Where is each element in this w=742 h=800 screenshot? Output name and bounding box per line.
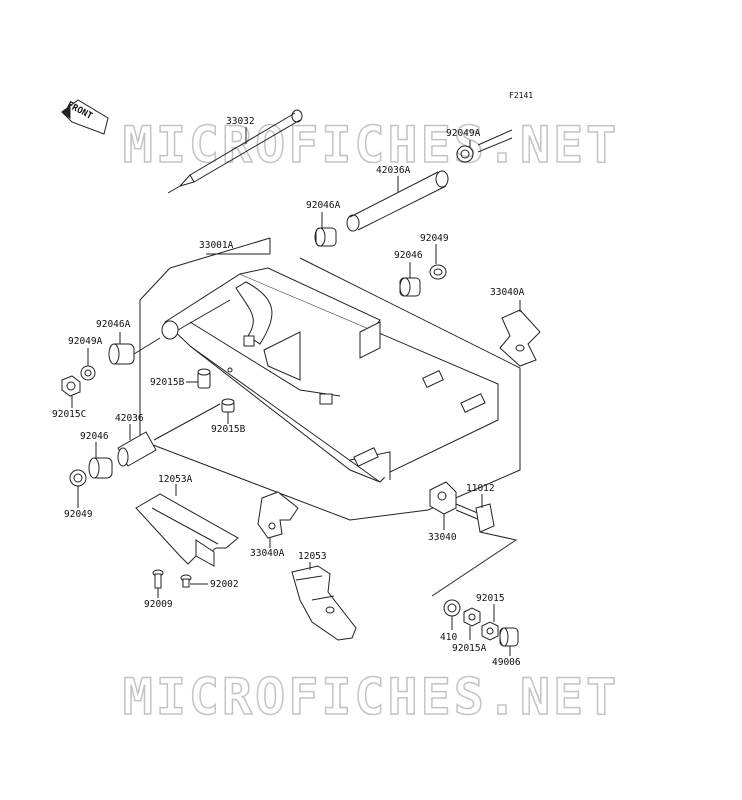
nut-410 — [444, 600, 460, 616]
part-label-42036: 42036 — [115, 413, 144, 424]
chain-slider-12053 — [292, 566, 356, 640]
dot-fitting — [228, 368, 232, 372]
nut-92015 — [482, 622, 498, 640]
box-right — [300, 258, 520, 510]
bearing-92046A-top — [315, 228, 336, 246]
bearing-92046A-left — [109, 344, 134, 364]
nut-92015A — [464, 608, 480, 626]
part-label-33040: 33040 — [428, 532, 457, 543]
screw-92002 — [181, 575, 191, 587]
box-top-left — [170, 238, 270, 268]
washer-92049-left — [70, 470, 86, 486]
part-label-92046-left: 92046 — [80, 431, 109, 442]
part-label-92015B-1: 92015B — [150, 377, 185, 388]
cap-49006 — [500, 628, 518, 646]
part-label-92015C: 92015C — [52, 409, 87, 420]
washer-92049A-left — [81, 366, 95, 380]
part-label-92049-top: 92049 — [420, 233, 449, 244]
part-label-92049A-left: 92049A — [68, 336, 103, 347]
plate-33040A-mid — [258, 492, 298, 538]
part-label-33040A-right: 33040A — [490, 287, 525, 298]
part-label-11012: 11012 — [466, 483, 495, 494]
washer-92049-top — [430, 265, 446, 279]
watermark-top: MICROFICHES.NET — [122, 116, 620, 174]
part-label-92046-top: 92046 — [394, 250, 423, 261]
part-label-92009: 92009 — [144, 599, 173, 610]
axis-line-top-2 — [478, 138, 512, 152]
axis-line-top — [478, 130, 512, 145]
part-label-33001A: 33001A — [199, 240, 234, 251]
bearing-92046-left — [89, 458, 112, 478]
pivot-shaft-33032 — [168, 110, 302, 193]
part-label-49006: 49006 — [492, 657, 521, 668]
axis-adjuster — [432, 532, 516, 596]
part-label-92046A-top: 92046A — [306, 200, 341, 211]
washer-92049A-top — [457, 146, 473, 162]
part-label-92002: 92002 — [210, 579, 239, 590]
fitting-92015B-1 — [198, 369, 210, 388]
part-label-12053: 12053 — [298, 551, 327, 562]
part-label-92015A: 92015A — [452, 643, 487, 654]
plate-33040A-right — [500, 310, 540, 366]
adjuster-33040 — [430, 482, 480, 520]
figure-code: F2141 — [509, 91, 534, 100]
axis-left-pivot — [134, 338, 160, 354]
part-label-92015B-2: 92015B — [211, 424, 246, 435]
part-label-92015: 92015 — [476, 593, 505, 604]
sleeve-42036A — [347, 171, 448, 231]
part-label-12053A: 12053A — [158, 474, 193, 485]
swingarm-33001A — [162, 268, 498, 482]
fitting-92015B-2 — [222, 399, 234, 412]
part-label-92049A-top: 92049A — [446, 128, 481, 139]
part-label-92046A-left: 92046A — [96, 319, 131, 330]
part-label-410: 410 — [440, 632, 458, 643]
bolt-92009 — [153, 570, 163, 588]
part-label-42036A: 42036A — [376, 165, 411, 176]
part-label-33032: 33032 — [226, 116, 255, 127]
nut-92015C — [62, 376, 80, 396]
part-label-33040A-mid: 33040A — [250, 548, 285, 559]
axis-pivot — [178, 300, 230, 330]
chain-guard-12053A — [136, 494, 238, 566]
axis-lower — [154, 404, 220, 440]
bearing-92046-top — [400, 278, 420, 296]
watermark-bottom: MICROFICHES.NET — [122, 668, 620, 726]
sleeve-42036 — [118, 432, 156, 466]
block-11012 — [476, 504, 494, 532]
part-label-92049-left: 92049 — [64, 509, 93, 520]
front-arrow-icon — [62, 100, 108, 134]
